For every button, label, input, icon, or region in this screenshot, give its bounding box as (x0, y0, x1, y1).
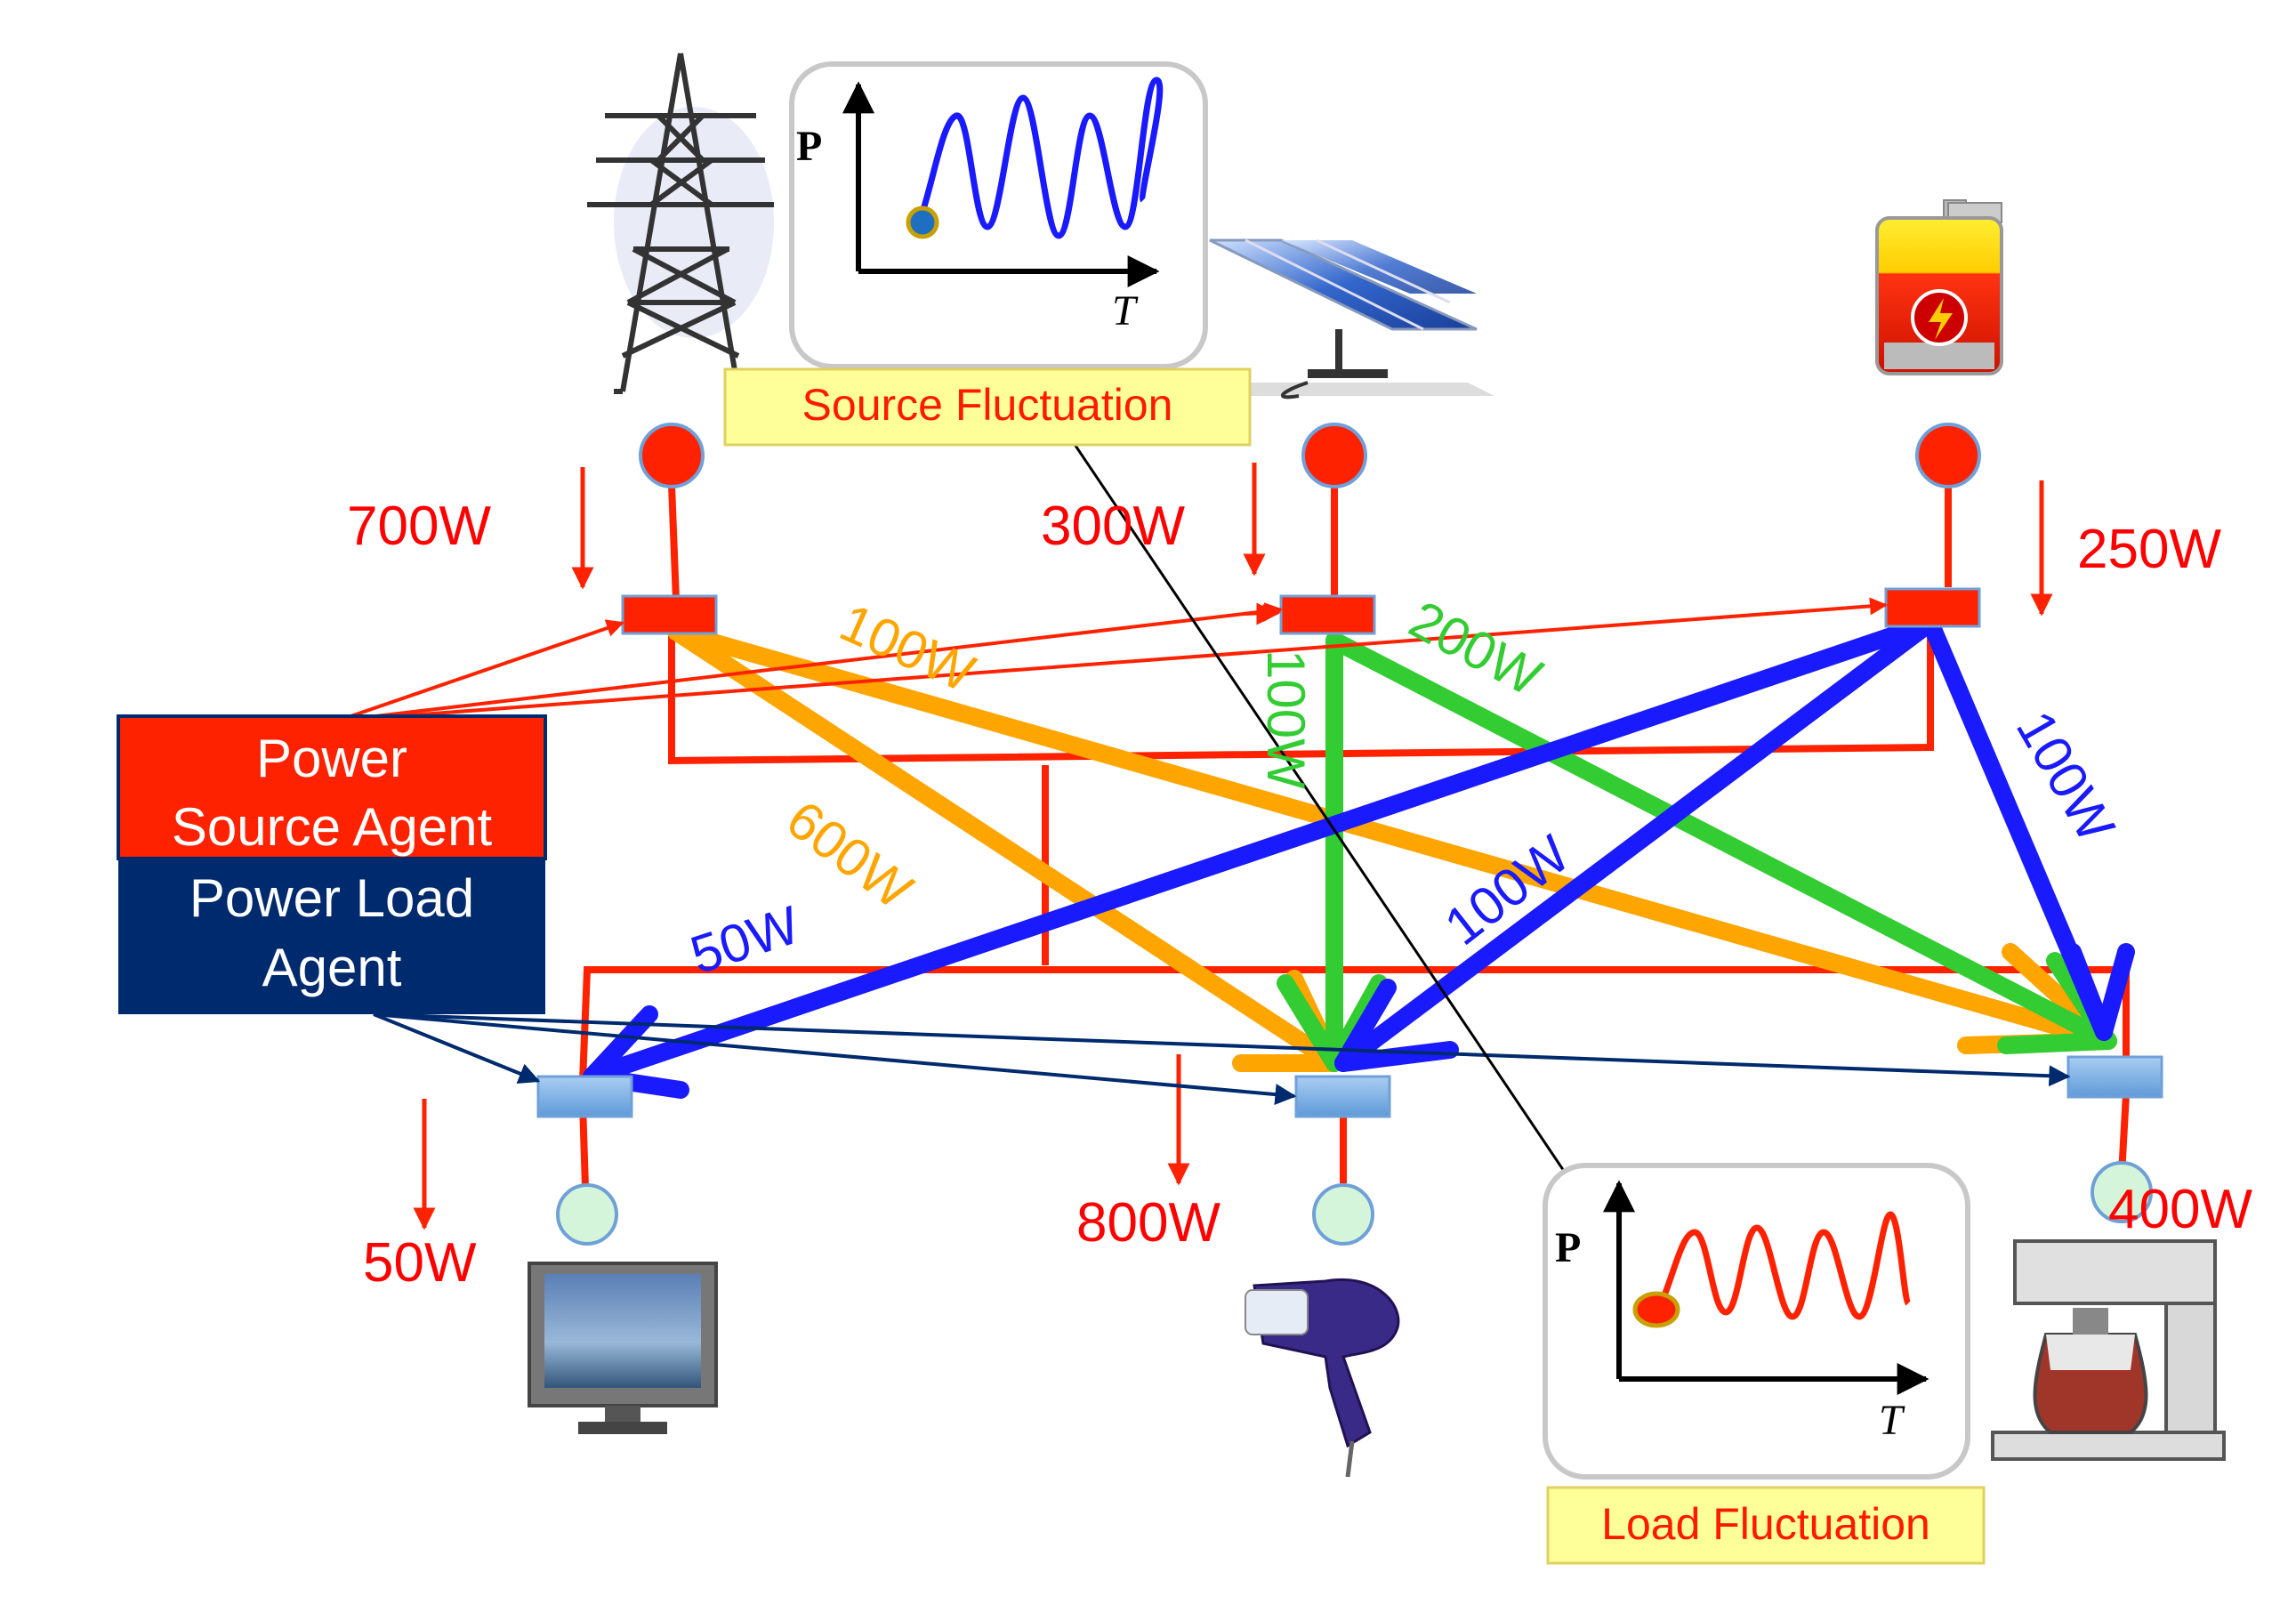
source-fluctuation-wave (917, 77, 1164, 239)
source-nodes (639, 423, 1981, 488)
flow-battery-to-coffee (1921, 614, 2135, 1041)
flow-solar-to-coffee (1325, 632, 2117, 1054)
load-agent-nodes (536, 1055, 2163, 1118)
solar-panel-icon (1209, 238, 1494, 399)
source-fluctuation-caption: Source Fluctuation (802, 380, 1173, 430)
transmission-tower-icon (587, 52, 774, 394)
flow-label-tower-dryer: 600W (776, 789, 923, 921)
source-power-battery: 250W (2077, 519, 2221, 580)
load-fluctuation-panel: P T Load Fluctuation (1543, 1163, 1986, 1565)
load-nodes (556, 1161, 2153, 1246)
source-power-solar: 300W (1041, 496, 1185, 557)
source-fluctuation-panel: P T Source Fluctuation (723, 61, 1252, 447)
power-values: 700W 300W 250W 50W 800W 400W (347, 496, 2252, 1294)
legend-load-line-2: Agent (262, 938, 402, 997)
load-fluctuation-caption: Load Fluctuation (1601, 1499, 1930, 1549)
load-power-coffee: 400W (2108, 1179, 2252, 1240)
load-chart-y-axis-label: P (1555, 1224, 1581, 1271)
source-agent-nodes (621, 587, 1981, 635)
flow-tower-to-dryer (667, 623, 1343, 1072)
source-chart-y-axis-label: P (796, 123, 822, 170)
coffee-maker-icon (1991, 1239, 2226, 1461)
power-flows (583, 614, 2135, 1099)
legend-load-line-1: Power Load (189, 868, 474, 928)
hair-dryer-icon (1245, 1278, 1400, 1478)
agent-legend: Power Source Agent Power Load Agent (117, 714, 547, 1014)
source-power-tower: 700W (347, 496, 491, 557)
load-power-dryer: 800W (1076, 1192, 1221, 1254)
source-chart-x-axis-label: T (1112, 287, 1139, 335)
television-icon (528, 1262, 718, 1434)
load-power-tv: 50W (363, 1232, 477, 1294)
load-agent-pointers (373, 1012, 2071, 1106)
load-chart-x-axis-label: T (1879, 1397, 1905, 1444)
source-agent-pointers (337, 597, 1888, 722)
power-level-arrows (413, 463, 2053, 1230)
legend-source-line-2: Source Agent (172, 797, 493, 857)
load-fluctuation-wave (1656, 1211, 1912, 1320)
flow-label-solar-dryer: 100W (1256, 649, 1316, 789)
legend-source-line-1: Power (256, 729, 407, 788)
battery-icon (1875, 199, 2003, 375)
